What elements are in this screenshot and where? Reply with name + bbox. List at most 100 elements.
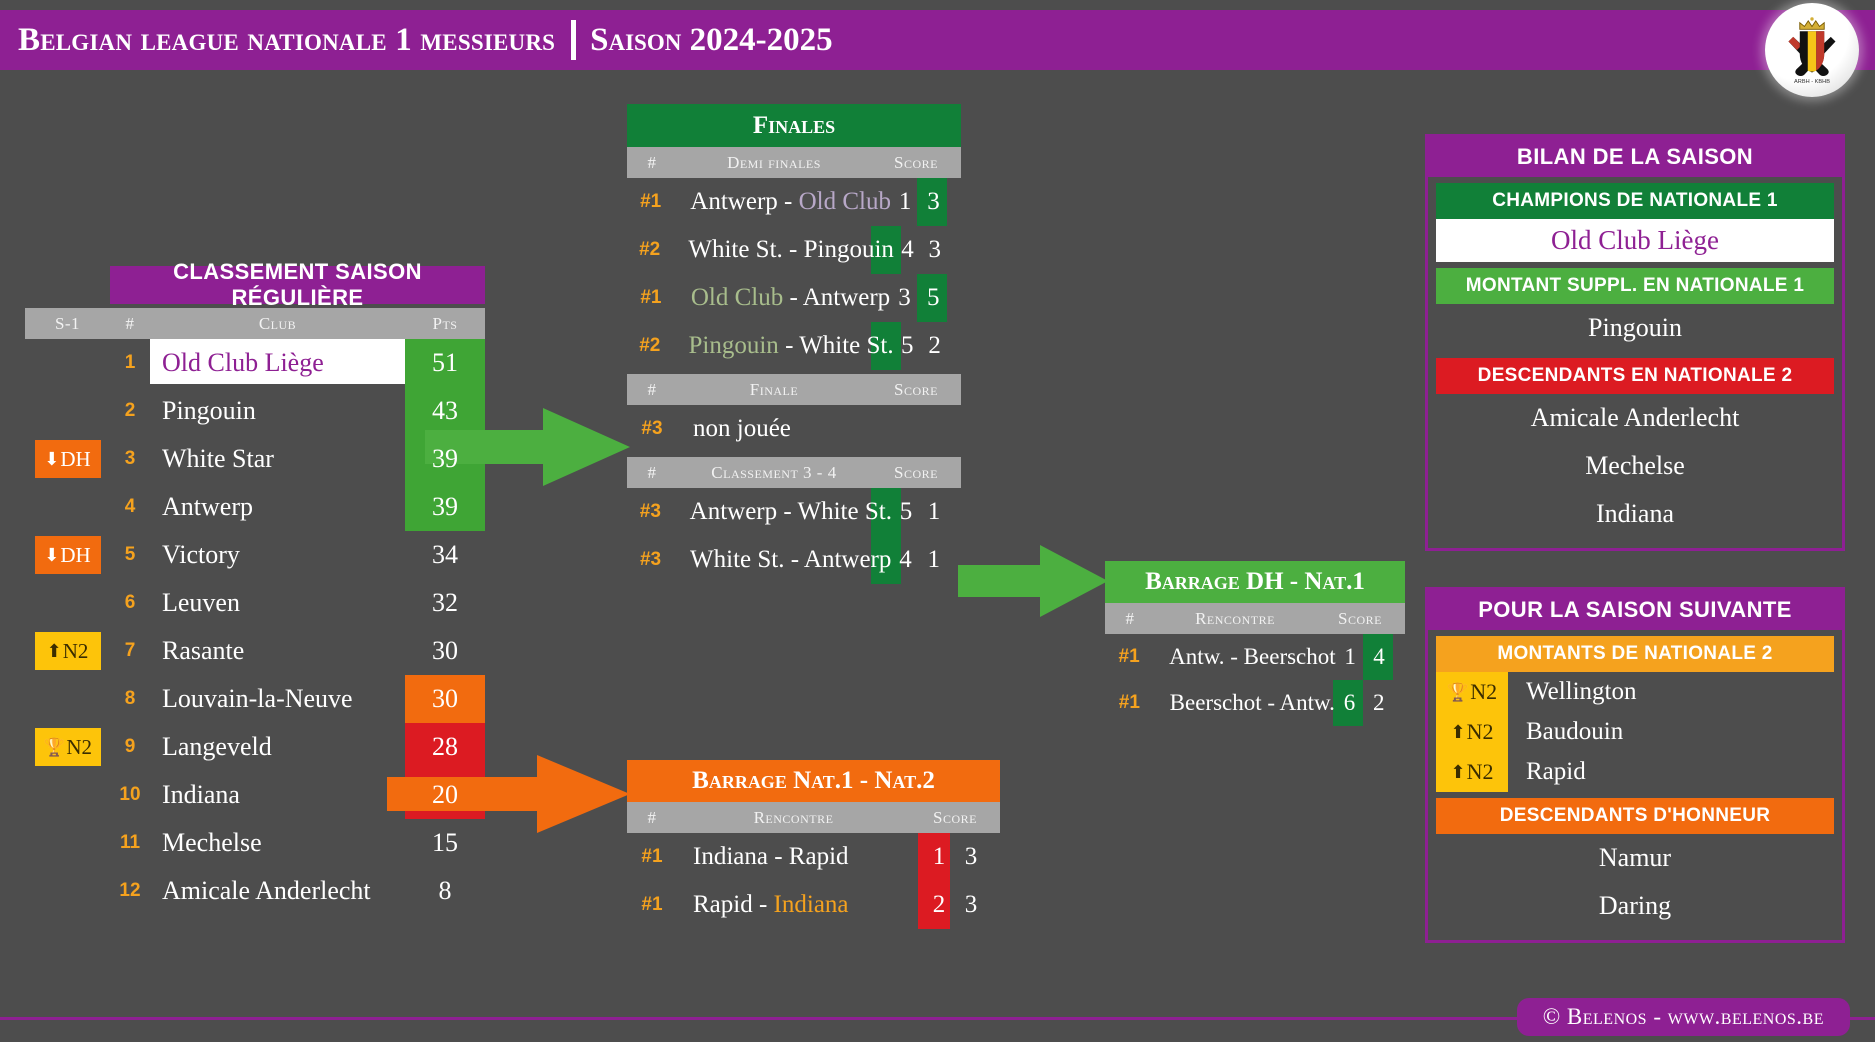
points-cell: 39: [432, 492, 458, 521]
saison-suivante-panel: POUR LA SAISON SUIVANTE MONTANTS DE NATI…: [1425, 587, 1845, 943]
badge-arrow-down: ⬇DH: [34, 440, 101, 478]
match-label: Indiana - Rapid: [677, 843, 923, 871]
badge-label: N2: [66, 734, 93, 759]
score-away: 4: [1373, 644, 1385, 669]
score-highlight: [1363, 634, 1393, 680]
rank-cell: 7: [124, 640, 136, 661]
score-highlight: [1333, 680, 1363, 726]
score-home: 1: [1344, 644, 1356, 669]
column-header-no: #: [647, 379, 657, 399]
saison-suivante-title: POUR LA SAISON SUIVANTE: [1428, 590, 1842, 630]
column-header-score: Score: [933, 807, 977, 827]
points-cell: 30: [432, 636, 458, 665]
club-cell: Victory: [162, 540, 240, 569]
match-label: White St. - Antwerp: [690, 546, 892, 573]
away-team: White St.: [799, 332, 894, 359]
arrow-up-icon: ⬆: [46, 641, 62, 661]
match-no: #3: [639, 549, 662, 570]
match-label: Old Club - Antwerp: [675, 284, 890, 312]
match-separator: -: [767, 843, 789, 870]
score-away: 3: [964, 891, 978, 918]
club-cell: Louvain-la-Neuve: [162, 684, 353, 713]
badge-label: N2: [62, 638, 89, 663]
s1-cell: ⬇DH: [25, 536, 110, 574]
rank-cell: 8: [124, 688, 136, 709]
barrage-dh-header-row: # Rencontre Score: [1105, 603, 1405, 634]
column-header-no: #: [1125, 608, 1135, 628]
home-team: Antwerp: [690, 188, 778, 215]
rank-cell: 1: [124, 352, 136, 373]
score-home: 1: [898, 188, 912, 215]
title-separator: [571, 20, 577, 60]
match-separator: -: [752, 891, 774, 918]
column-header-rencontre: Rencontre: [753, 807, 834, 827]
s1-cell: ⬇DH: [25, 440, 110, 478]
arrow-classement34-to-barrage-dh: [958, 545, 1108, 622]
home-team: Old Club: [690, 284, 784, 311]
match-separator: -: [783, 284, 803, 311]
season-label: Saison 2024-2025: [590, 21, 833, 58]
column-header-club: Club: [258, 313, 297, 333]
s1-cell: 🏆N2: [25, 728, 110, 766]
away-team: Rapid: [788, 843, 849, 870]
match-label: Beerschot - Antw.: [1169, 690, 1335, 715]
match-no: #1: [640, 287, 662, 308]
rank-cell: 10: [119, 784, 141, 805]
column-header-no: #: [647, 152, 657, 172]
table-row: 1 Old Club Liège 51: [25, 339, 485, 387]
score-home: 4: [899, 546, 912, 573]
club-cell: Amicale Anderlecht: [162, 876, 371, 905]
score-away: 3: [964, 843, 978, 870]
rank-cell: 4: [124, 496, 136, 517]
score-away: 3: [927, 188, 940, 215]
descendant-item: Mechelse: [1585, 451, 1685, 480]
club-cell: Leuven: [162, 588, 240, 617]
badge-arrow-down: ⬇DH: [34, 536, 101, 574]
home-team: Pingouin: [688, 332, 779, 359]
column-header-label: Finale: [749, 379, 799, 399]
club-cell: Pingouin: [162, 396, 256, 425]
column-header-score: Score: [1338, 608, 1382, 628]
footer-divider: [0, 1017, 1875, 1020]
home-team: White St.: [688, 236, 783, 263]
score-home: 4: [901, 236, 914, 263]
points-cell: 43: [432, 396, 458, 425]
montant-suppl-name: Pingouin: [1588, 313, 1682, 342]
arrow-up-icon: ⬆: [1450, 722, 1466, 742]
montant-name: Baudouin: [1526, 718, 1624, 745]
classement-table: CLASSEMENT SAISON RÉGULIÈRE S-1 # Club P…: [25, 259, 485, 915]
score-away: 2: [928, 332, 941, 359]
classement-header-row: S-1 # Club Pts: [25, 308, 485, 339]
column-header-s1: S-1: [54, 313, 81, 333]
badge-arrow-up: ⬆N2: [1436, 752, 1508, 792]
finales-title: Finales: [627, 104, 961, 147]
montants-n2-label: MONTANTS DE NATIONALE 2: [1436, 636, 1834, 672]
match-separator: -: [777, 188, 799, 215]
points-cell: 51: [432, 348, 458, 377]
match-label: Pingouin - White St.: [673, 332, 894, 360]
club-cell: Old Club Liège: [162, 348, 324, 377]
column-header-score: Score: [894, 152, 938, 172]
